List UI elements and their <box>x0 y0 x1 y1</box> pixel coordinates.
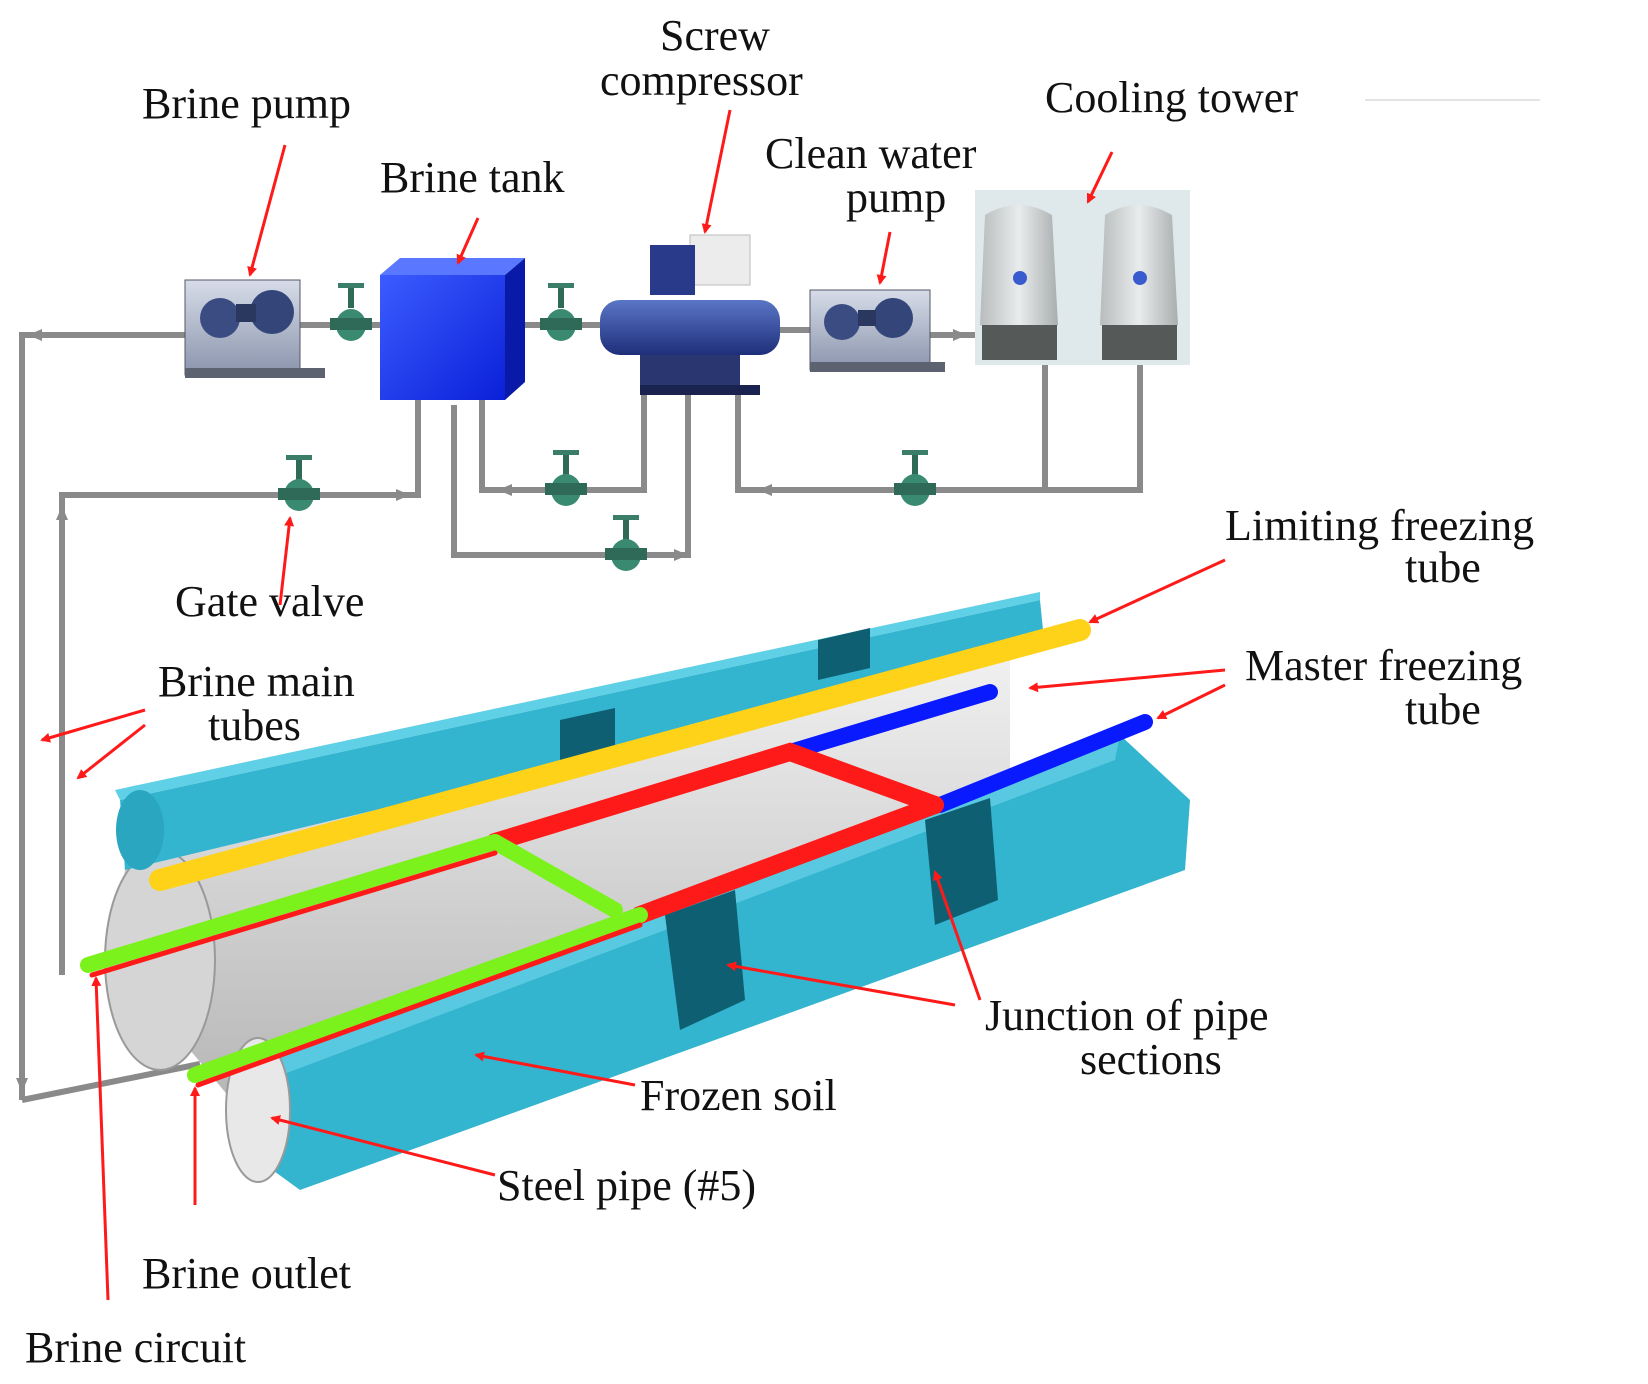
gate-valve-4 <box>545 450 587 506</box>
label-screw-compressor-1: Screw <box>660 11 770 60</box>
label-screw-compressor-2: compressor <box>600 56 803 105</box>
master-freezing-tube-lower <box>932 714 1153 813</box>
gate-valve-2 <box>540 283 582 341</box>
label-brine-circuit: Brine circuit <box>25 1323 246 1372</box>
label-clean-water-pump-2: pump <box>846 173 946 222</box>
screw-compressor <box>600 234 780 395</box>
label-master-freezing-tube-1: Master freezing <box>1245 641 1522 690</box>
gate-valve-6 <box>894 450 936 506</box>
green-cross-tube <box>487 834 623 918</box>
label-cooling-tower: Cooling tower <box>1045 73 1298 122</box>
label-clean-water-pump-1: Clean water <box>765 129 977 178</box>
label-junction-2: sections <box>1080 1035 1222 1084</box>
limiting-freezing-tube <box>149 619 1091 891</box>
gate-valve-1 <box>330 283 372 341</box>
label-frozen-soil: Frozen soil <box>640 1071 837 1120</box>
brine-pump <box>184 279 325 378</box>
labels: Brine pump Brine tank Screw compressor C… <box>25 11 1534 1372</box>
label-brine-tank: Brine tank <box>380 153 565 202</box>
label-steel-pipe: Steel pipe (#5) <box>497 1161 756 1210</box>
brine-outlet-green <box>187 907 648 1083</box>
clean-water-pump <box>809 289 945 372</box>
label-brine-pump: Brine pump <box>142 79 351 128</box>
brine-tank <box>380 258 525 400</box>
red-tube-lower <box>631 796 944 924</box>
red-tube-upper <box>486 742 944 851</box>
freezing-tubes <box>80 619 1153 1088</box>
label-junction-1: Junction of pipe <box>985 991 1269 1040</box>
master-freezing-tube-upper <box>782 684 998 760</box>
gate-valve-3 <box>278 455 320 511</box>
gate-valve-5 <box>605 515 647 571</box>
brine-circuit-green <box>80 834 503 973</box>
cooling-tower <box>975 190 1190 365</box>
label-brine-main-tubes-2: tubes <box>208 701 301 750</box>
label-gate-valve: Gate valve <box>175 577 364 626</box>
callout-arrows <box>40 109 1226 1301</box>
label-limiting-freezing-tube-2: tube <box>1405 543 1481 592</box>
label-master-freezing-tube-2: tube <box>1405 685 1481 734</box>
label-brine-outlet: Brine outlet <box>142 1249 351 1298</box>
label-limiting-freezing-tube-1: Limiting freezing <box>1225 501 1534 550</box>
label-brine-main-tubes-1: Brine main <box>158 657 355 706</box>
